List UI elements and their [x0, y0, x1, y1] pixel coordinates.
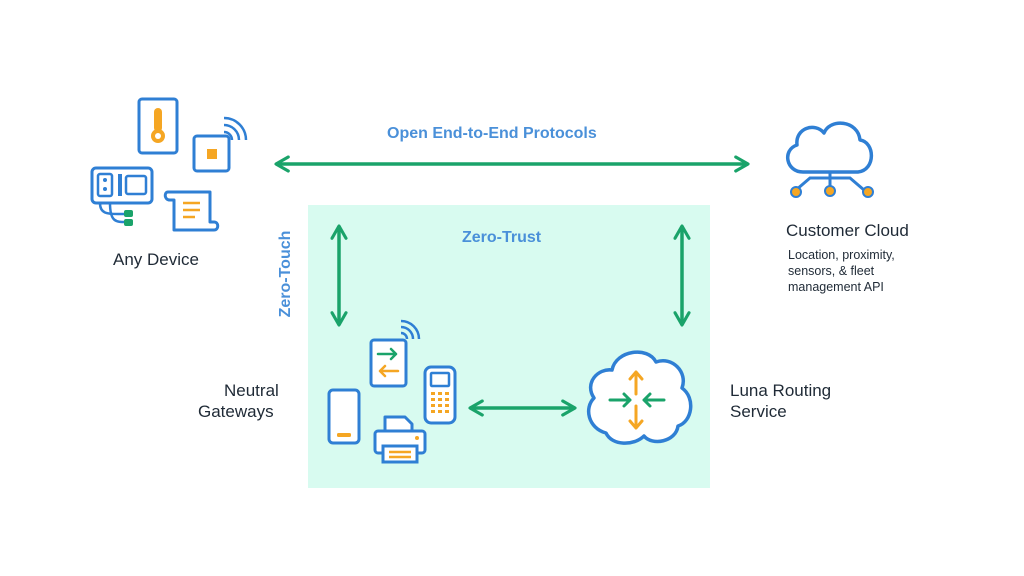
neutral-gateways-label-line-1: Neutral — [224, 381, 279, 400]
customer-cloud-label: Customer Cloud — [786, 221, 909, 240]
scanner-icon — [423, 365, 457, 425]
printer-icon — [373, 415, 427, 464]
any-device-label: Any Device — [113, 250, 199, 269]
cloud-network-icon — [786, 121, 874, 198]
receipt-icon — [163, 190, 220, 232]
customer-cloud-desc-line-1: Location, proximity, — [788, 248, 895, 262]
sensor-icon — [192, 116, 248, 173]
customer-cloud-desc-line-3: management API — [788, 280, 884, 294]
thermometer-icon — [137, 97, 179, 155]
luna-routing-label-line-2: Service — [730, 402, 787, 421]
controller-icon — [90, 166, 154, 226]
phone-icon — [327, 388, 361, 445]
zero-trust-label: Zero-Trust — [462, 229, 542, 246]
neutral-gateways-label-line-2: Gateways — [198, 402, 274, 421]
mobile-transfer-icon — [369, 319, 421, 388]
routing-cloud-icon — [586, 350, 693, 445]
open-protocols-label: Open End-to-End Protocols — [387, 125, 597, 142]
customer-cloud-desc-line-2: sensors, & fleet — [788, 264, 875, 278]
luna-routing-label-line-1: Luna Routing — [730, 381, 832, 400]
